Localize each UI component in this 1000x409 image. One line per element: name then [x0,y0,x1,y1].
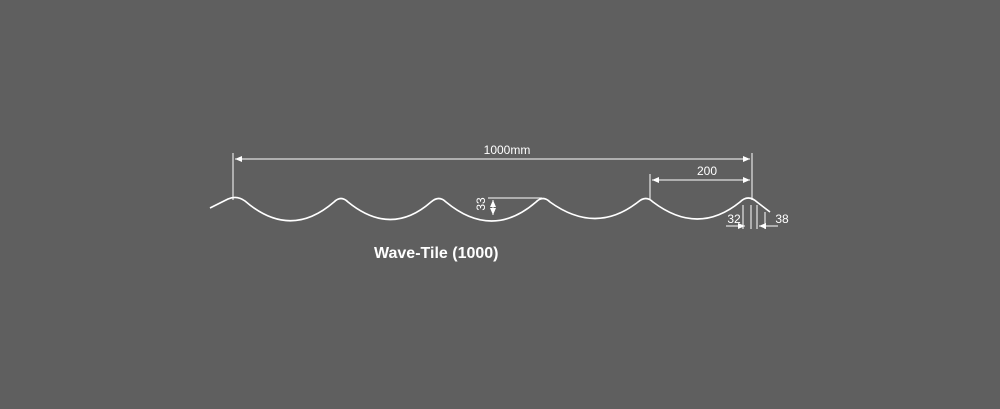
crest-b-dimension-label: 38 [775,212,789,226]
depth-dimension-label: 33 [474,197,488,211]
diagram-caption: Wave-Tile (1000) [374,245,499,262]
width-dimension-label: 1000mm [484,143,531,157]
pitch-dimension-label: 200 [697,164,717,178]
wave-tile-profile [209,196,771,222]
crest-a-dimension-label: 32 [727,212,741,226]
